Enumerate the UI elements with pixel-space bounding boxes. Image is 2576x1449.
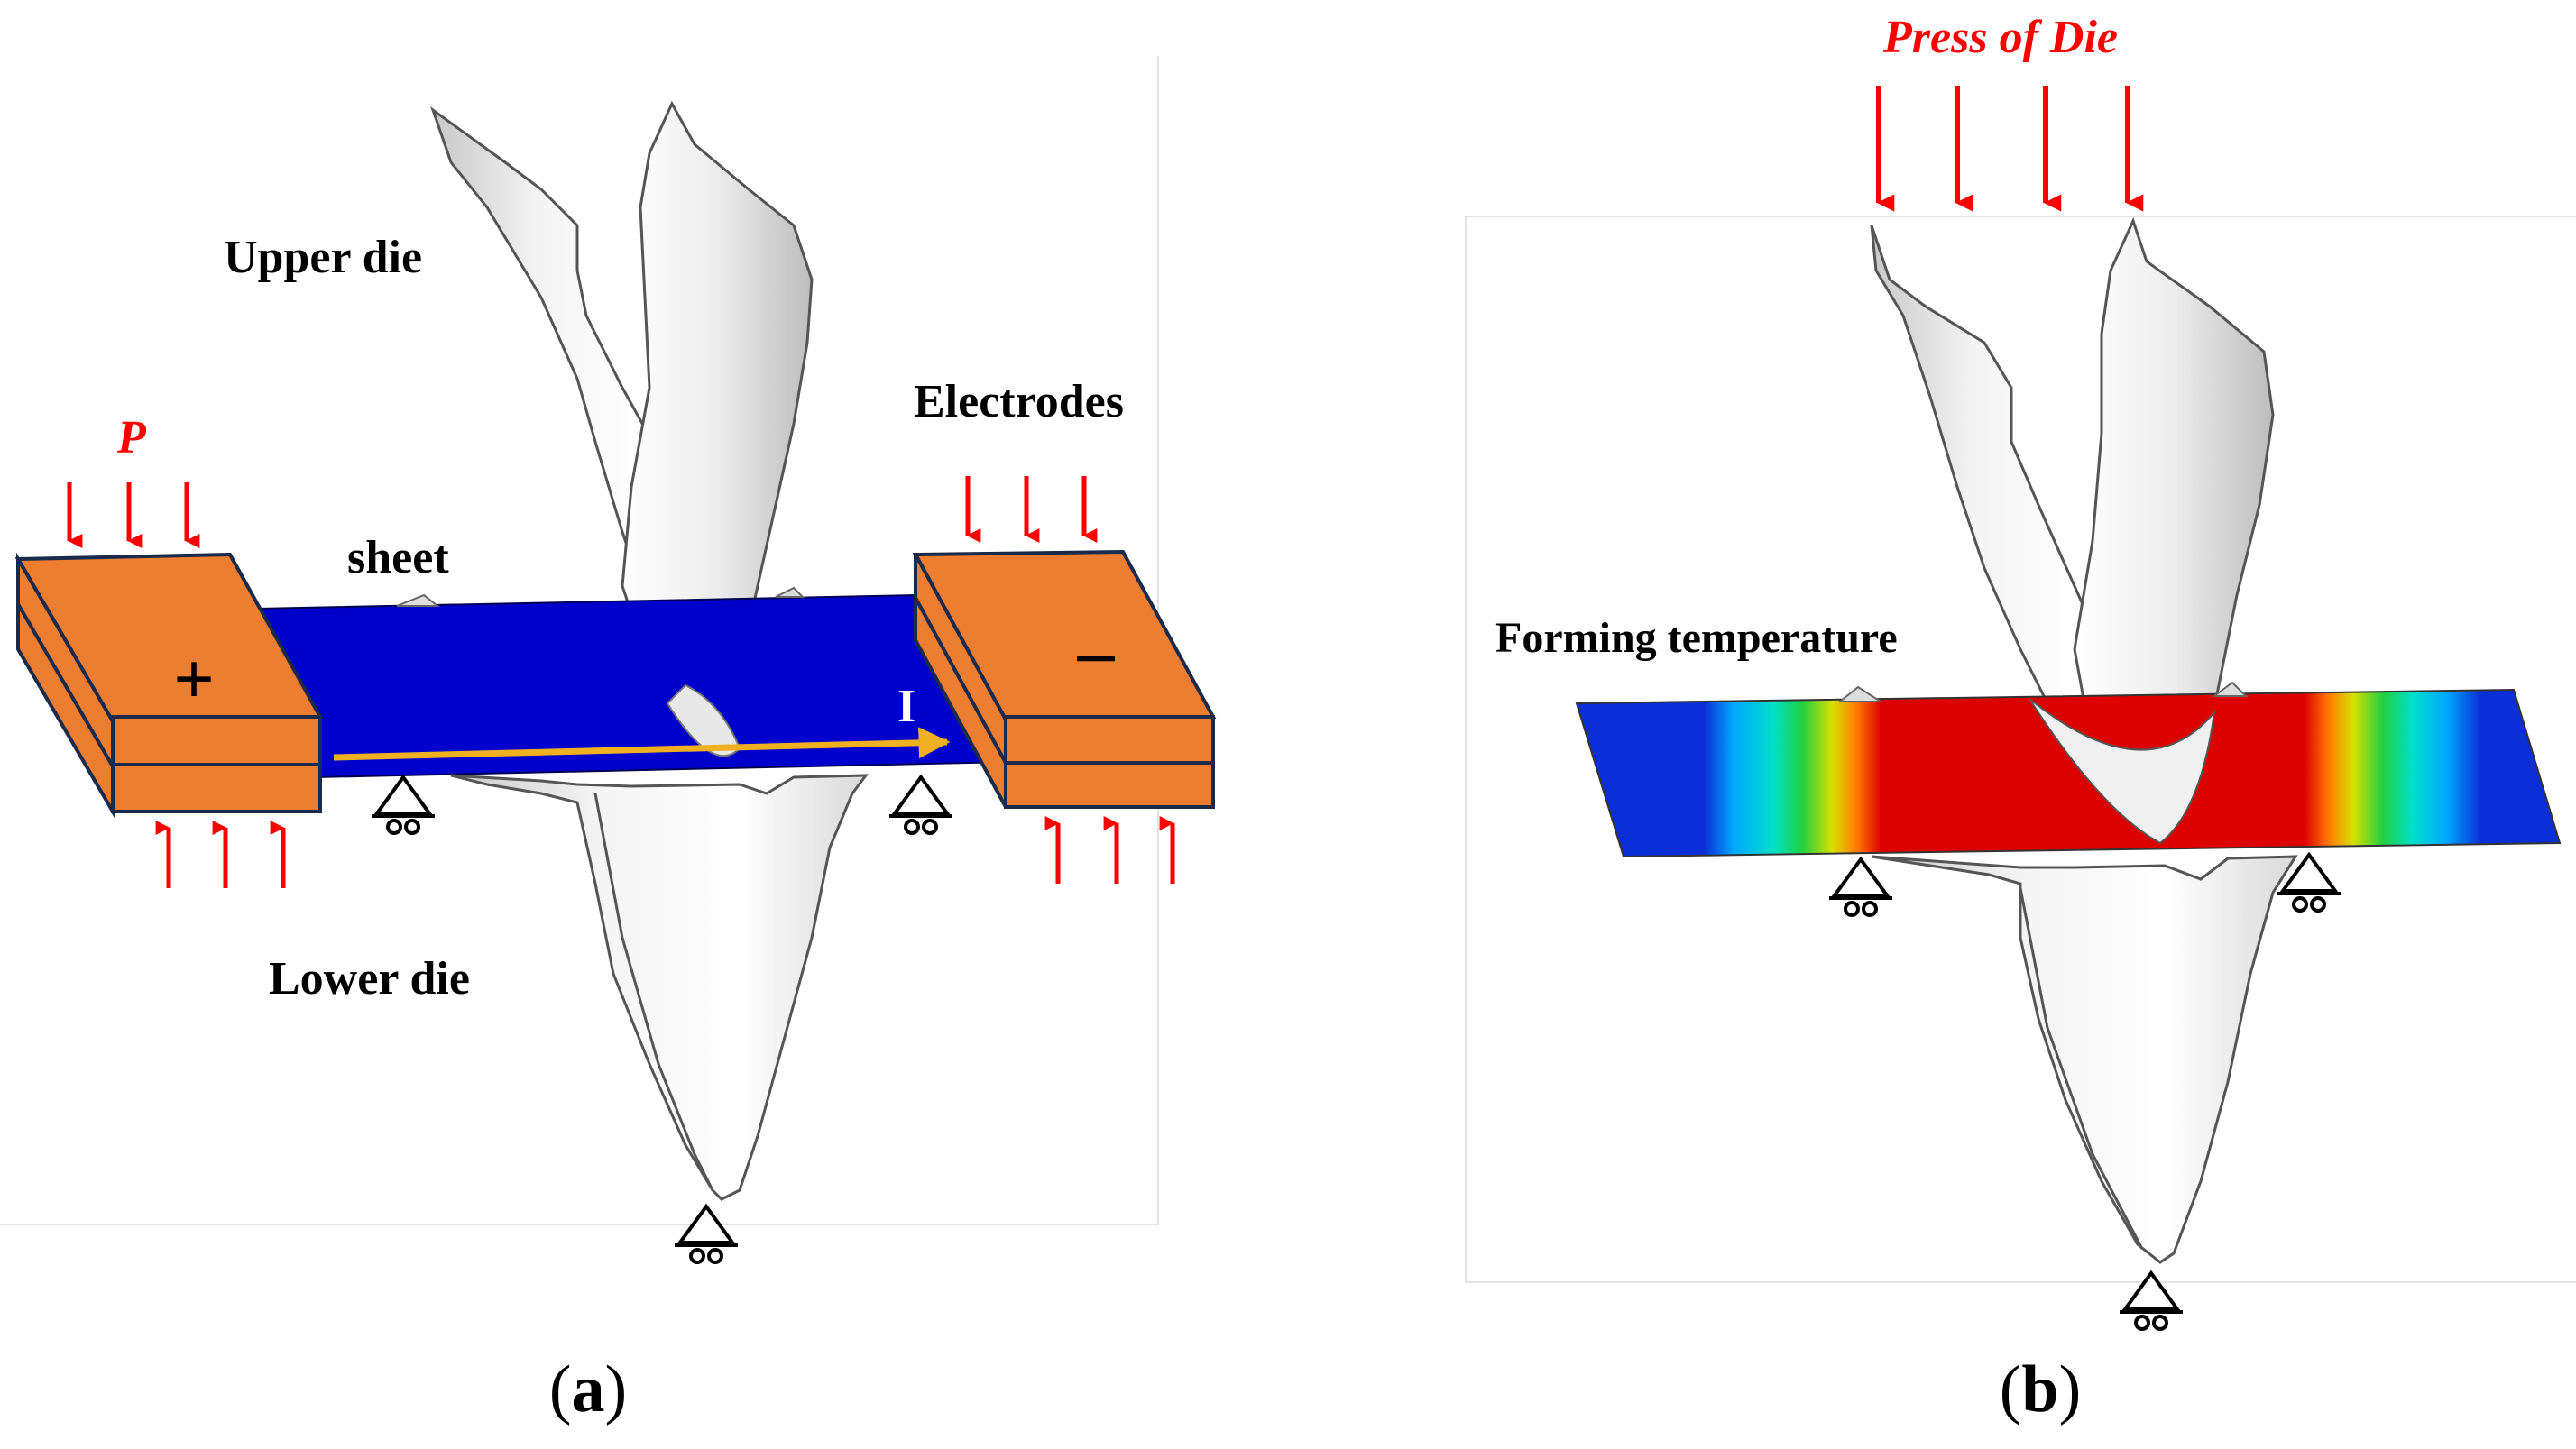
roller-support-b1 <box>1829 856 1892 917</box>
roller-support-a1 <box>372 774 435 835</box>
forming-temperature-label: Forming temperature <box>1495 614 1898 662</box>
roller-support-a2 <box>889 774 952 835</box>
pressure-arrows-a <box>67 476 1175 888</box>
press-arrows-b <box>1876 86 2144 212</box>
electrodes-label: Electrodes <box>914 376 1124 427</box>
sheet-label: sheet <box>347 532 449 583</box>
current-label: I <box>897 681 915 732</box>
upper-die-label: Upper die <box>224 232 422 283</box>
roller-support-a3 <box>675 1203 738 1264</box>
pressure-label: P <box>116 412 147 463</box>
roller-support-b2 <box>2277 851 2341 913</box>
die-contact-b <box>2029 698 2216 845</box>
panel-a: I + − <box>0 56 1217 1426</box>
positive-sign: + <box>173 640 215 720</box>
lower-die-b <box>1871 855 2298 1264</box>
panel-a-frame <box>0 56 1159 1225</box>
panel-b: Press of Die Forming temperature (b) <box>1465 12 2576 1426</box>
heated-sheet <box>1575 688 2562 858</box>
electrode-positive: + <box>14 552 324 819</box>
current-arrow <box>333 727 951 761</box>
upper-die-b <box>1870 216 2275 850</box>
caption-b: (b) <box>2000 1353 2081 1426</box>
lower-die-label: Lower die <box>269 953 470 1004</box>
press-of-die-label: Press of Die <box>1882 12 2118 63</box>
electrode-negative: − <box>912 549 1217 809</box>
roller-support-b3 <box>2120 1270 2183 1331</box>
panel-b-frame <box>1465 216 2576 1283</box>
lower-die-a <box>450 774 869 1201</box>
caption-a: (a) <box>549 1353 627 1426</box>
negative-sign: − <box>1072 614 1118 703</box>
